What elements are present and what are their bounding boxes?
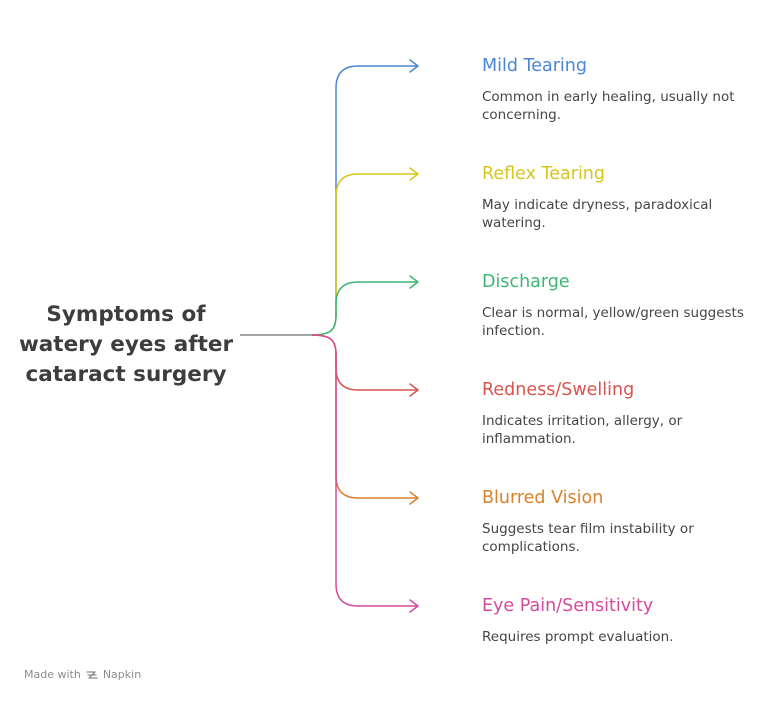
symptom-item: Eye Pain/Sensitivity Requires prompt eva… [482,595,772,646]
description-line: Indicates irritation, allergy, or [482,413,683,429]
diagram-title: Symptoms of watery eyes after cataract s… [10,300,242,390]
description-line: Suggests tear film instability or [482,521,694,537]
branch-line [311,281,418,336]
symptom-item: Reflex Tearing May indicate dryness, par… [482,163,772,232]
symptom-description: May indicate dryness, paradoxical wateri… [482,196,772,232]
branch-line [311,334,418,607]
description-line: watering. [482,215,546,231]
symptom-label: Discharge [482,272,570,292]
description-line: Common in early healing, usually not [482,89,735,105]
symptom-description: Indicates irritation, allergy, or inflam… [482,412,772,448]
arrowhead-icon [409,59,419,73]
arrowhead-icon [409,599,419,613]
symptom-label: Mild Tearing [482,56,587,76]
napkin-logo-icon [86,670,98,679]
symptom-item: Redness/Swelling Indicates irritation, a… [482,379,772,448]
symptom-description: Requires prompt evaluation. [482,628,772,646]
description-line: complications. [482,539,580,555]
title-line: Symptoms of [46,302,206,327]
arrowhead-icon [409,167,419,181]
arrowhead-icon [409,383,419,397]
symptom-description: Common in early healing, usually not con… [482,88,772,124]
branch-line [311,334,418,499]
symptom-label: Blurred Vision [482,488,604,508]
symptom-item: Mild Tearing Common in early healing, us… [482,55,772,124]
symptom-label: Redness/Swelling [482,380,635,400]
description-line: infection. [482,323,545,339]
footer: Made with Napkin [24,668,141,681]
symptom-description: Clear is normal, yellow/green suggests i… [482,304,772,340]
symptom-item: Blurred Vision Suggests tear film instab… [482,487,772,556]
footer-brand: Napkin [102,668,142,681]
branch-line [311,65,418,336]
description-line: Clear is normal, yellow/green suggests [482,305,744,321]
symptom-label: Eye Pain/Sensitivity [482,596,654,616]
description-line: inflammation. [482,431,576,447]
arrowhead-icon [409,275,419,289]
symptom-label: Reflex Tearing [482,164,606,184]
footer-prefix: Made with [24,668,81,681]
description-line: Requires prompt evaluation. [482,629,674,645]
title-line: watery eyes after [18,332,234,357]
description-line: May indicate dryness, paradoxical [482,197,713,213]
branch-line [311,173,418,336]
title-line: cataract surgery [25,362,227,387]
symptom-description: Suggests tear film instability or compli… [482,520,772,556]
branch-line [311,334,418,391]
symptom-item: Discharge Clear is normal, yellow/green … [482,271,772,340]
description-line: concerning. [482,107,562,123]
arrowhead-icon [409,491,419,505]
